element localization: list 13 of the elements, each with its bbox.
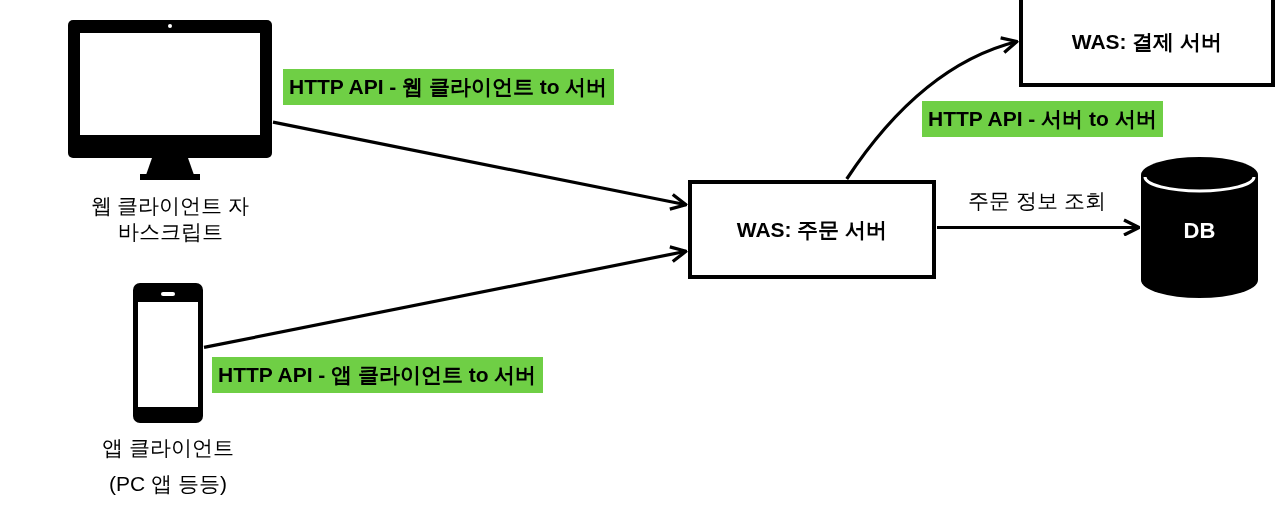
arrow [203,245,688,349]
arrow [845,36,1019,180]
server-box: WAS: 주문 서버 [688,180,936,279]
node-label: 웹 클라이언트 자바스크립트 [90,193,250,245]
database-cylinder: DB [1141,157,1258,298]
edge-label: HTTP API - 웹 클라이언트 to 서버 [283,69,614,105]
arrow [272,120,688,211]
node-label: 앱 클라이언트 [101,435,235,461]
edge-label: HTTP API - 서버 to 서버 [922,101,1163,137]
arrow [937,218,1141,237]
edge-label: HTTP API - 앱 클라이언트 to 서버 [212,357,543,393]
server-box: WAS: 결제 서버 [1019,0,1275,87]
node-label: (PC 앱 등등) [108,471,228,497]
